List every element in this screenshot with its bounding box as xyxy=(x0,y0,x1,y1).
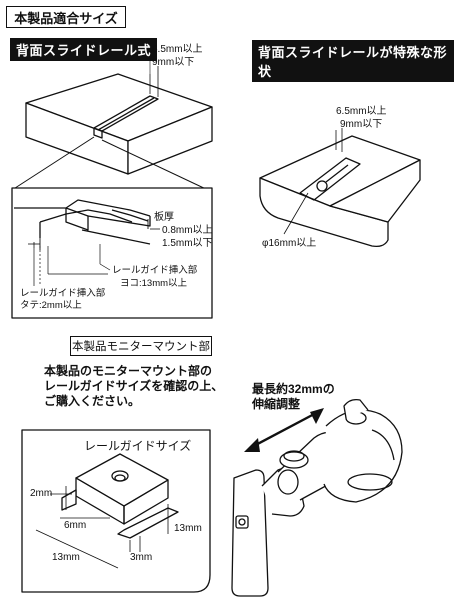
rail-guide-horizontal-label: レールガイド挿入部 xyxy=(112,265,198,276)
left-dim-width: 6.5mm以上 xyxy=(152,44,203,55)
thickness-label: 板厚 xyxy=(154,212,174,223)
rail-guide-vertical-size: タテ:2mm以上 xyxy=(20,300,82,311)
extension-line1: 最長約32mmの xyxy=(252,382,335,396)
rail-guide-horizontal-size: ヨコ:13mm以上 xyxy=(120,278,188,289)
rail-guide-vertical-label: レールガイド挿入部 xyxy=(20,288,106,299)
mount-desc-line3: ご購入ください。 xyxy=(44,394,141,408)
rail-guide-size-title: レールガイドサイズ xyxy=(84,439,192,453)
zoom-detail-box xyxy=(11,187,213,319)
banner-special-shape-rail: 背面スライドレールが特殊な形状 xyxy=(252,40,454,82)
extension-line2: 伸縮調整 xyxy=(252,397,301,411)
rail-guide-drawing xyxy=(35,453,179,569)
dim-13mm-bottom: 13mm xyxy=(52,552,80,563)
right-dim-width: 6.5mm以上 xyxy=(336,106,387,117)
left-dim-height: 9mm以下 xyxy=(152,57,195,68)
page-title: 本製品適合サイズ xyxy=(6,6,126,28)
extension-label: 最長約32mmの 伸縮調整 xyxy=(252,382,335,412)
banner-rear-slide-rail: 背面スライドレール式 xyxy=(10,38,158,61)
thickness-min: 0.8mm以上 xyxy=(162,225,213,236)
right-device-drawing xyxy=(259,128,421,248)
mount-description: 本製品のモニターマウント部の レールガイドサイズを確認の上、 ご購入ください。 xyxy=(44,364,223,409)
mount-desc-line2: レールガイドサイズを確認の上、 xyxy=(44,379,224,393)
guide-detail-box xyxy=(21,429,211,593)
right-dim-diameter: φ16mm以上 xyxy=(262,238,317,249)
right-dim-height: 9mm以下 xyxy=(340,119,383,130)
mount-arm-drawing xyxy=(231,398,403,597)
dim-13mm-right: 13mm xyxy=(174,523,202,534)
dim-6mm: 6mm xyxy=(64,520,87,531)
mount-section-title: 本製品モニターマウント部 xyxy=(70,336,212,356)
mount-desc-line1: 本製品のモニターマウント部の xyxy=(44,364,213,378)
dim-2mm: 2mm xyxy=(30,488,53,499)
zoom-rail-drawing xyxy=(14,199,160,286)
left-device-drawing xyxy=(25,73,213,175)
extension-arrow xyxy=(249,410,319,450)
thickness-max: 1.5mm以下 xyxy=(162,238,213,249)
dim-3mm: 3mm xyxy=(130,552,153,563)
